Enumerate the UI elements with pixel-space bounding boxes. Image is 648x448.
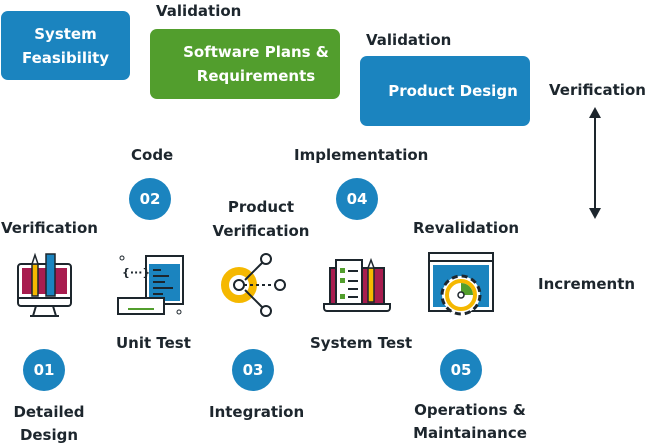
step-number-04: 04	[336, 178, 378, 220]
integration-label: Integration	[209, 403, 305, 421]
product-verification-label: Product Verification	[212, 198, 310, 240]
verification-label: Verification	[549, 81, 646, 99]
design-monitor-icon	[17, 252, 72, 317]
code-keyboard-icon: {···}	[117, 255, 184, 315]
verification-label: Verification	[1, 219, 98, 237]
validation-label: Validation	[366, 31, 452, 49]
validation-label: Validation	[156, 2, 242, 20]
implementation-label: Implementation	[294, 146, 429, 164]
code-label: Code	[131, 146, 174, 164]
software-plans-box: Software Plans & Requirements	[150, 29, 340, 99]
step-number-05: 05	[440, 349, 482, 391]
network-nodes-icon	[221, 253, 286, 317]
double-arrow-icon	[589, 107, 601, 219]
unit-test-label: Unit Test	[116, 334, 191, 352]
operations-maintenance-label: Operations & Maintainance	[413, 401, 527, 442]
product-design-box: Product Design	[360, 56, 530, 126]
svg-text:{···}: {···}	[122, 266, 150, 279]
incrementn-label: Incrementn	[538, 275, 636, 293]
system-feasibility-box: System Feasibility	[1, 11, 130, 80]
detailed-design-label: Detailed Design	[13, 403, 85, 444]
revalidation-label: Revalidation	[413, 219, 520, 237]
system-test-label: System Test	[310, 334, 413, 352]
step-number-01: 01	[23, 349, 65, 391]
checklist-laptop-icon	[323, 257, 391, 312]
gear-gauge-icon	[428, 252, 494, 316]
step-number-02: 02	[129, 178, 171, 220]
step-number-03: 03	[232, 349, 274, 391]
